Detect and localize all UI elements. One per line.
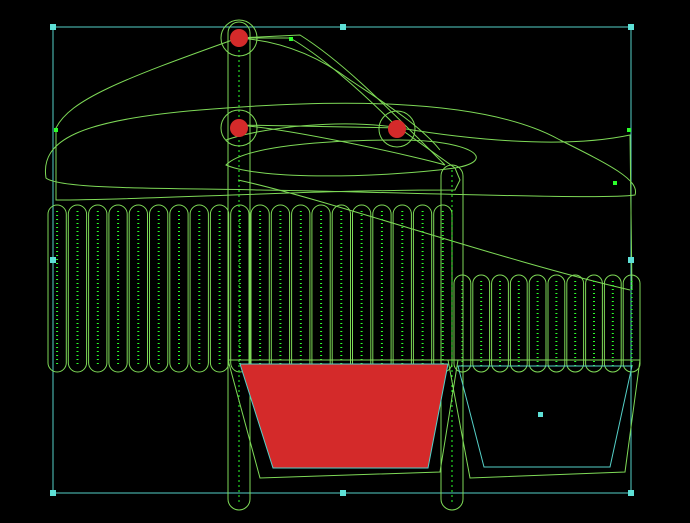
right-coil-loop[interactable] <box>566 274 585 373</box>
canopy-outer-path[interactable] <box>55 37 461 201</box>
left-coil-loop[interactable] <box>392 204 412 373</box>
tray-group[interactable] <box>227 359 641 479</box>
selection-handle-icon[interactable] <box>50 490 56 496</box>
anchor-point-icon <box>627 128 631 132</box>
anchor-point-icon <box>54 128 58 132</box>
left-coil-loop[interactable] <box>169 204 189 373</box>
canopy-top-link[interactable] <box>237 37 441 151</box>
left-coil-loop[interactable] <box>189 204 209 373</box>
right-coil-loop[interactable] <box>453 274 472 373</box>
selection-handle-icon[interactable] <box>628 257 634 263</box>
node-icon[interactable] <box>230 119 248 137</box>
left-coil-loop[interactable] <box>230 204 250 373</box>
left-tray-fill[interactable] <box>239 363 449 469</box>
left-coil-loop[interactable] <box>88 204 108 373</box>
anchor-point-icon <box>289 37 293 41</box>
left-coil-loop[interactable] <box>270 204 291 373</box>
center-point-icon[interactable] <box>538 412 543 417</box>
right-coil-loop[interactable] <box>509 274 528 373</box>
selection-handle-icon[interactable] <box>340 24 346 30</box>
anchor-point-icon <box>613 181 617 185</box>
right-coil-loop[interactable] <box>622 274 641 373</box>
left-coil-loop[interactable] <box>149 204 169 373</box>
canopy-ribbon-path[interactable] <box>237 34 446 166</box>
red-nodes[interactable] <box>230 29 406 138</box>
right-coil-loop[interactable] <box>472 274 491 373</box>
canopy-diagonal-wire[interactable] <box>237 124 631 291</box>
left-coil-loop[interactable] <box>311 204 331 373</box>
left-coil-loop[interactable] <box>433 204 453 373</box>
right-coil-loop[interactable] <box>603 274 622 373</box>
node-icon[interactable] <box>230 29 248 47</box>
node-icon[interactable] <box>388 120 406 138</box>
left-coil-loop[interactable] <box>128 204 148 373</box>
left-coil-loop[interactable] <box>291 204 311 373</box>
right-coil-group[interactable] <box>453 274 641 373</box>
left-tray-outline[interactable] <box>227 359 459 479</box>
right-tray-outline[interactable] <box>447 359 641 479</box>
right-tray-inner[interactable] <box>457 365 633 468</box>
left-coil-loop[interactable] <box>67 204 88 373</box>
left-coil-loop[interactable] <box>331 204 352 373</box>
canopy-outline-path[interactable] <box>44 102 637 198</box>
left-coil-loop[interactable] <box>372 204 392 373</box>
left-post-mid-ring[interactable] <box>220 109 258 147</box>
selection-handles[interactable] <box>50 24 634 496</box>
left-post-top-ring[interactable] <box>220 19 258 57</box>
selection-handle-icon[interactable] <box>628 24 634 30</box>
left-coil-loop[interactable] <box>352 204 372 373</box>
canopy-group[interactable] <box>44 34 637 291</box>
selection-handle-icon[interactable] <box>340 490 346 496</box>
selection-handle-icon[interactable] <box>50 257 56 263</box>
right-coil-loop[interactable] <box>491 274 509 373</box>
left-coil-loop[interactable] <box>250 204 270 373</box>
selection-handle-icon[interactable] <box>50 24 56 30</box>
left-coil-loop[interactable] <box>47 204 67 373</box>
right-coil-loop[interactable] <box>547 274 566 373</box>
left-post[interactable] <box>227 21 251 511</box>
center-ring[interactable] <box>378 110 416 148</box>
vertical-posts[interactable] <box>220 19 464 511</box>
right-post[interactable] <box>440 164 464 511</box>
left-coil-loop[interactable] <box>209 204 230 373</box>
canopy-lower-lens[interactable] <box>225 139 477 177</box>
right-coil-loop[interactable] <box>528 274 547 373</box>
left-coil-loop[interactable] <box>108 204 128 373</box>
right-coil-loop[interactable] <box>585 274 603 373</box>
selection-handle-icon[interactable] <box>628 490 634 496</box>
